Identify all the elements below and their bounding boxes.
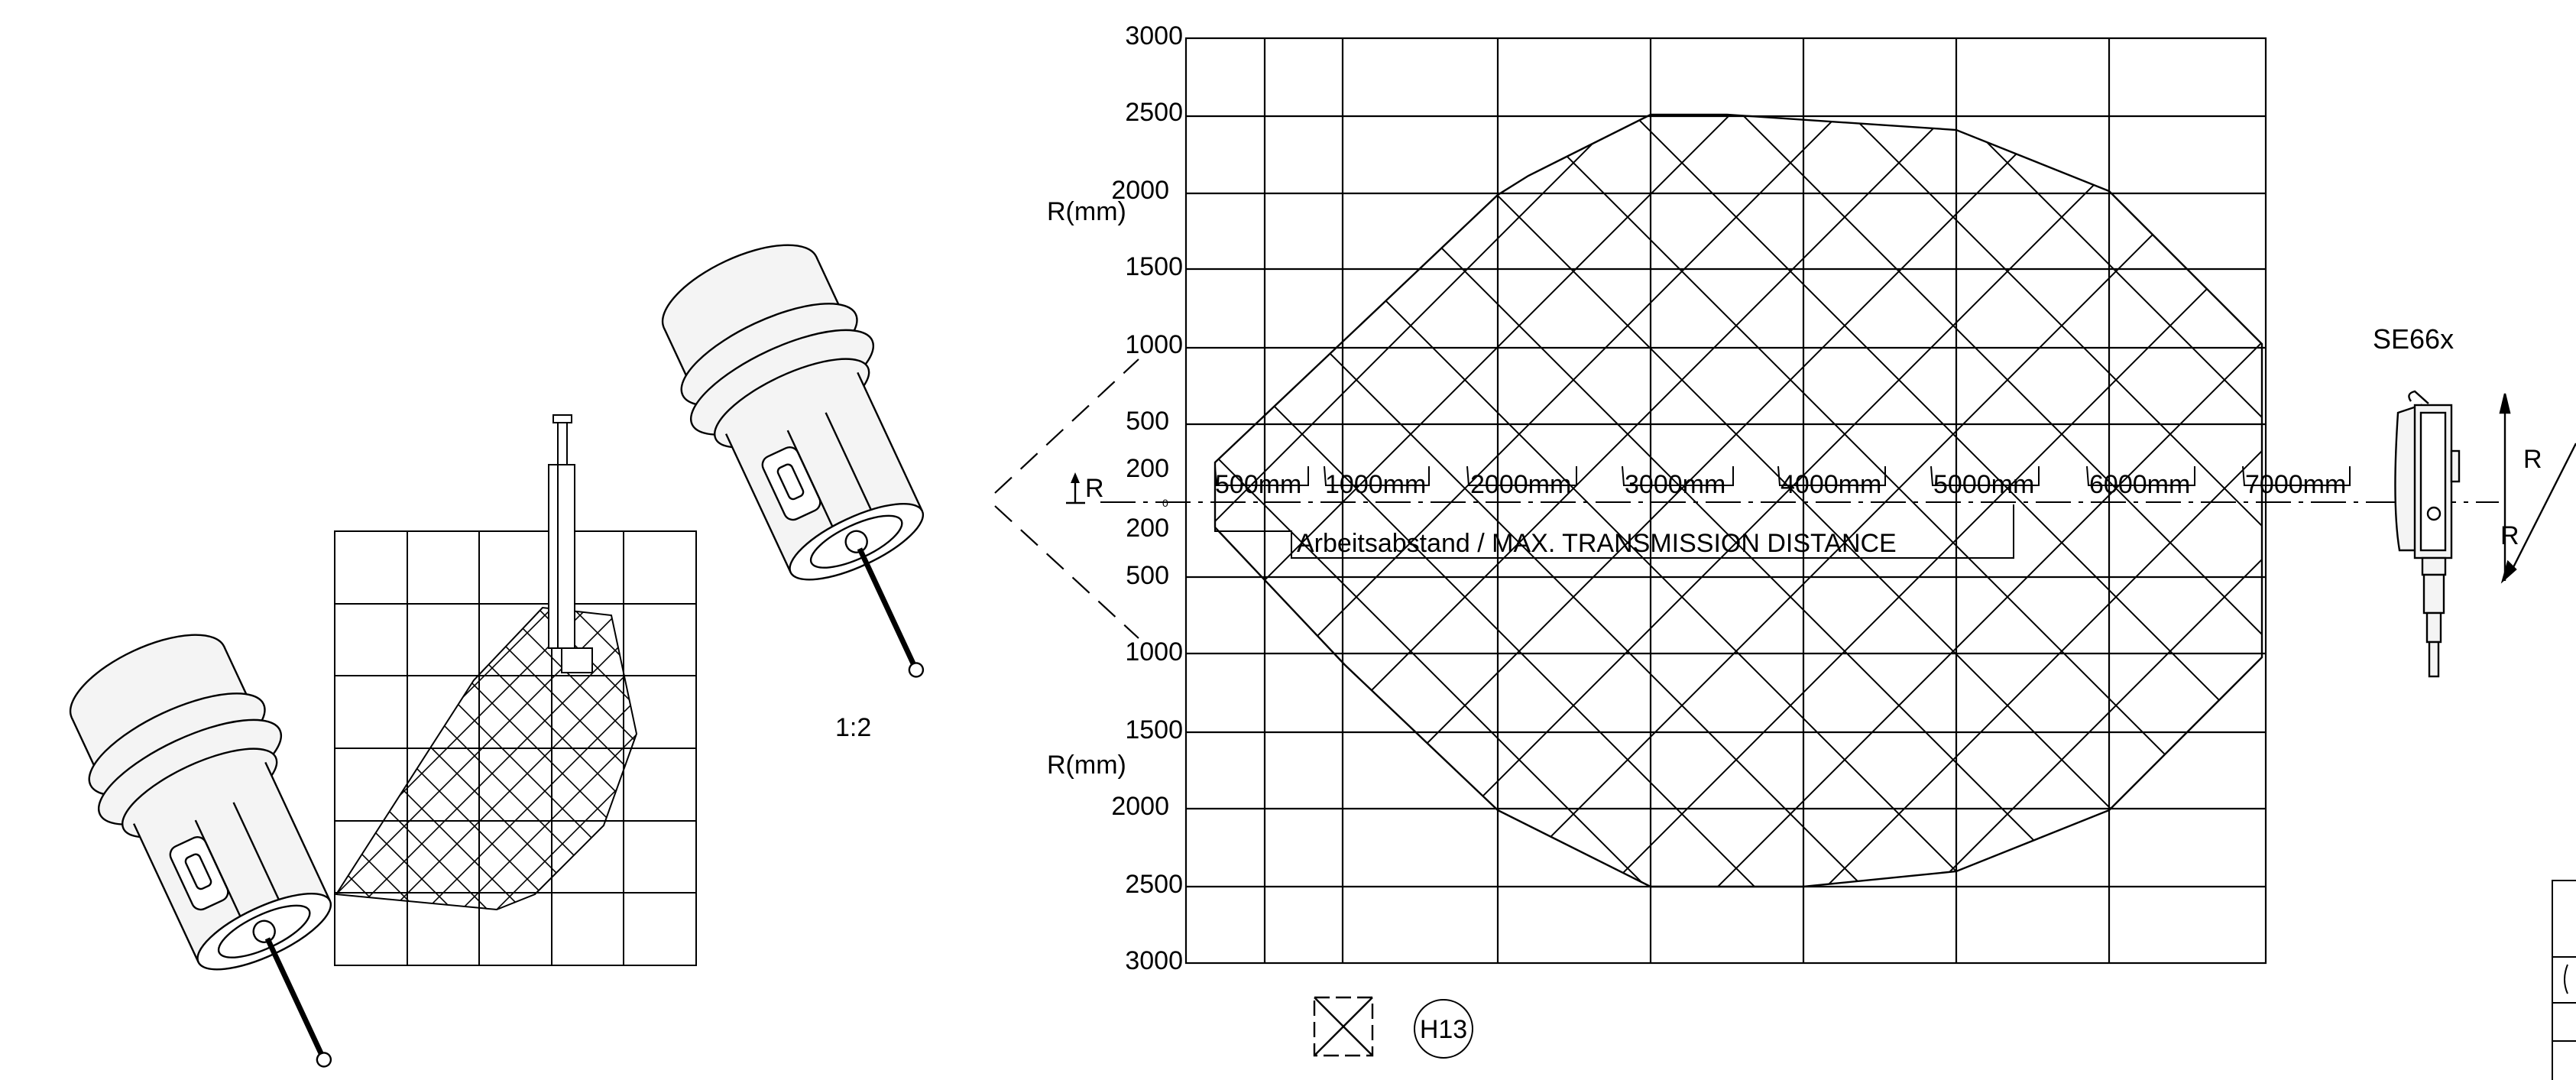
- vertical-stylus: [548, 414, 593, 673]
- receiver-illustration: [2394, 390, 2461, 678]
- y-tick-labels: 3000 2500 2000 1500 1000 500 200 200 500…: [1111, 21, 1183, 975]
- axis-marker-label: R: [1085, 474, 1104, 503]
- distance-label-box: 5000mm: [1930, 465, 2040, 499]
- caption-text: Arbeitsabstand / MAX. TRANSMISSION DISTA…: [1297, 529, 1897, 558]
- distance-label: 4000mm: [1781, 470, 1881, 499]
- distance-label: 5000mm: [1933, 470, 2034, 499]
- distance-label: 7000mm: [2245, 470, 2346, 499]
- radius-label: R: [2500, 521, 2519, 550]
- distance-label: 2000mm: [1470, 470, 1571, 499]
- distance-label-box: 6000mm: [2086, 465, 2195, 499]
- y-tick-label: 2000: [1111, 176, 1169, 205]
- transmission-caption: Arbeitsabstand / MAX. TRANSMISSION DISTA…: [1214, 504, 2014, 559]
- y-axis-label-top: R(mm): [1047, 197, 1126, 226]
- distance-label-box: 1000mm: [1324, 465, 1430, 499]
- origin-label: 0: [1162, 497, 1168, 509]
- receiver-label: SE66x: [2373, 323, 2454, 355]
- axis-marker: R: [1066, 472, 1104, 504]
- y-tick-label: 200: [1126, 514, 1169, 543]
- y-tick-label: 500: [1126, 407, 1169, 436]
- hatch-badge: H13: [1414, 999, 1473, 1059]
- hatch-badge-label: H13: [1420, 1015, 1467, 1044]
- radius-arrows: [2499, 393, 2576, 584]
- distance-label-box: 500mm: [1214, 465, 1309, 499]
- y-tick-label: 2000: [1111, 792, 1169, 821]
- y-tick-label: 200: [1126, 454, 1169, 483]
- radius-label: R: [2523, 445, 2542, 474]
- grid-frame: [1184, 37, 2267, 965]
- projection-lines: [994, 358, 1139, 639]
- y-tick-label: 1000: [1125, 637, 1183, 666]
- distance-label-box: 2000mm: [1466, 465, 1577, 499]
- y-tick-label: 2500: [1125, 98, 1183, 127]
- title-block-edge: [2552, 880, 2576, 1080]
- y-tick-label: 3000: [1125, 21, 1183, 50]
- small-chart-grid: [334, 530, 697, 966]
- y-tick-label: 3000: [1125, 946, 1183, 975]
- distance-label-box: 3000mm: [1622, 465, 1734, 499]
- distance-label: 6000mm: [2089, 470, 2190, 499]
- y-tick-label: 2500: [1125, 870, 1183, 899]
- probe-left-illustration: [69, 634, 332, 1068]
- probe-center-illustration: [661, 244, 925, 678]
- hatch-symbol: [1313, 996, 1374, 1057]
- chart-grid: [1184, 37, 2267, 965]
- y-tick-label: 500: [1126, 561, 1169, 590]
- range-chart: 3000 2500 2000 1500 1000 500 200 200 500…: [1047, 21, 2499, 975]
- distance-label: 1000mm: [1325, 470, 1426, 499]
- small-range-chart: [334, 414, 697, 966]
- y-axis-label-bottom: R(mm): [1047, 751, 1126, 780]
- receiver-assembly: SE66x R R: [2373, 323, 2576, 678]
- y-tick-label: 1000: [1125, 330, 1183, 359]
- y-tick-label: 1500: [1125, 252, 1183, 281]
- distance-label: 500mm: [1215, 470, 1301, 499]
- distance-label-box: 7000mm: [2242, 465, 2351, 499]
- distance-label-box: 4000mm: [1777, 465, 1886, 499]
- scale-label: 1:2: [835, 713, 871, 742]
- y-tick-label: 1500: [1125, 715, 1183, 744]
- distance-label: 3000mm: [1625, 470, 1725, 499]
- distance-labels: 500mm 1000mm 2000mm 3000mm 4000mm 5000mm: [1214, 465, 2351, 499]
